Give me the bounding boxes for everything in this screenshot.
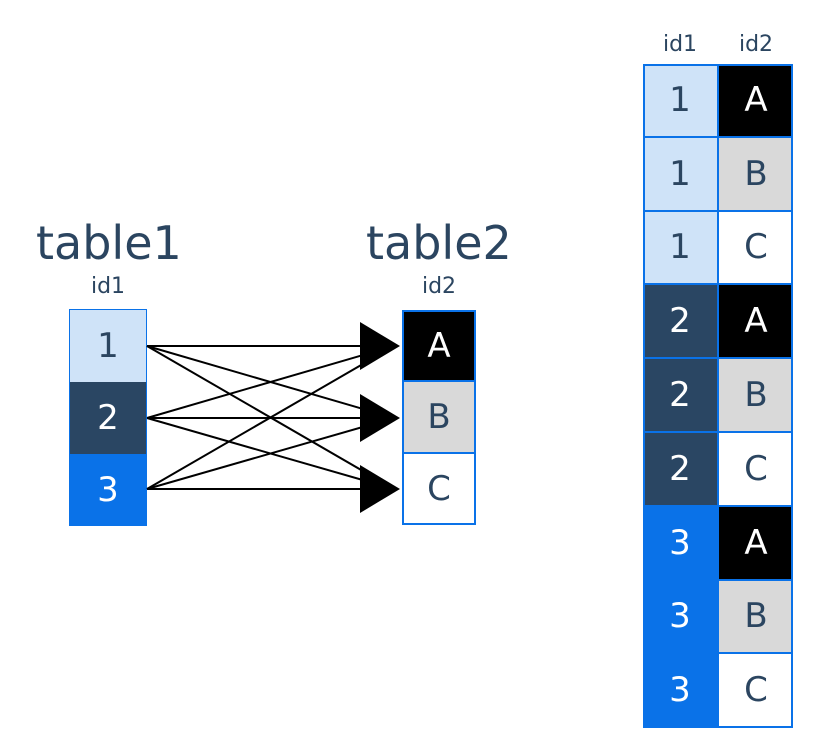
result-cell-id1: 3: [643, 580, 717, 655]
result-cell-id2: C: [717, 433, 793, 507]
arrow-line: [146, 417, 395, 490]
result-cell-id1: 2: [643, 433, 717, 507]
table1-cell-2: 2: [70, 382, 146, 454]
table1-title: table1: [36, 216, 182, 270]
result-cell-id2: C: [717, 211, 793, 286]
result-cell-id1: 3: [643, 654, 717, 729]
result-cell-id2: B: [717, 580, 793, 655]
table1-column-header: id1: [90, 274, 126, 299]
result-cell-id1: 2: [643, 285, 717, 360]
result-column-header-id2: id2: [738, 32, 774, 57]
result-cell-id1: 1: [643, 137, 717, 212]
table2-title: table2: [366, 216, 512, 270]
table2-cell-a: A: [402, 310, 476, 382]
table1-border: [69, 309, 147, 526]
result-cell-id1: 1: [643, 64, 717, 138]
arrow-head: [360, 465, 400, 513]
table2-cell-b: B: [402, 380, 476, 454]
result-cell-id2: C: [717, 654, 793, 729]
arrow-line: [146, 345, 395, 419]
result-cell-id1: 2: [643, 359, 717, 433]
arrow-line: [146, 345, 395, 490]
result-cell-id2: B: [717, 137, 793, 212]
table1-cell-3: 3: [70, 454, 146, 525]
result-cell-id2: A: [717, 285, 793, 360]
arrow-head: [360, 322, 400, 370]
table1-cell-1: 1: [70, 310, 146, 382]
result-cell-id1: 1: [643, 211, 717, 286]
result-cell-id2: A: [717, 64, 793, 138]
result-cell-id2: A: [717, 506, 793, 581]
result-column-header-id1: id1: [662, 32, 698, 57]
table2-column-header: id2: [421, 274, 457, 299]
result-cell-id2: B: [717, 359, 793, 433]
result-cell-id1: 3: [643, 506, 717, 581]
table2-cell-c: C: [402, 452, 476, 525]
arrow-head: [360, 394, 400, 442]
